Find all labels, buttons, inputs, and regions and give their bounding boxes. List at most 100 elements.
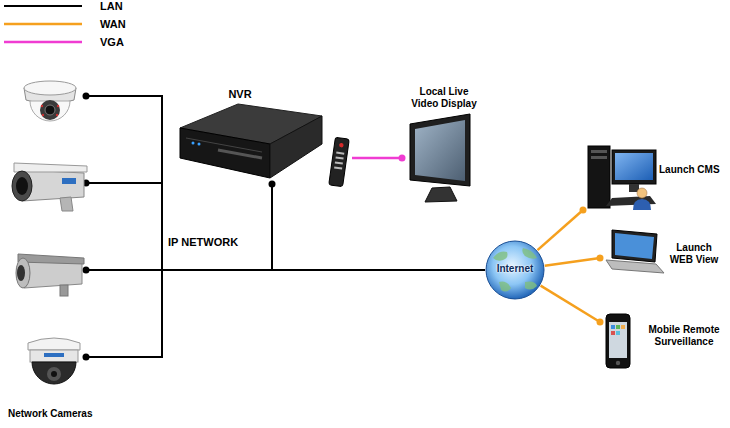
- ir-bullet-camera: [60, 197, 73, 211]
- camera-wire: [161, 269, 273, 271]
- remote-control: [336, 152, 344, 155]
- nvr-device: NVR: [172, 84, 352, 184]
- legend-text: VGA: [100, 36, 124, 48]
- nvr-box: [270, 116, 322, 178]
- smartphone: [621, 325, 625, 329]
- group-label: Network Cameras: [8, 408, 92, 420]
- connector-dot: [580, 207, 587, 214]
- dome-camera: [42, 114, 44, 116]
- dome-camera: [56, 114, 58, 116]
- connector-dot: [597, 255, 604, 262]
- laptop: [606, 260, 664, 273]
- node-label: Local Live Video Display: [406, 86, 482, 110]
- smartphone: [611, 325, 615, 329]
- legend-line-wan: [4, 24, 82, 25]
- camera-wire: [86, 269, 162, 271]
- desktop-pc: [591, 150, 607, 153]
- remote-control: [334, 166, 342, 169]
- globe-land: [499, 282, 511, 292]
- wan-link: [541, 286, 604, 326]
- video-display: Local Live Video Display: [402, 84, 486, 204]
- cms-client: Launch CMS: [583, 140, 725, 216]
- ptz-dome-camera: [28, 338, 80, 350]
- bullet-camera: [16, 258, 30, 288]
- desktop-pc: [615, 153, 653, 180]
- legend-text: WAN: [100, 18, 126, 30]
- nvr-box: [180, 128, 270, 178]
- label-holder: IP NETWORK: [168, 236, 238, 248]
- nvr-box: [218, 150, 262, 158]
- laptop: [606, 230, 664, 273]
- wan-link: [537, 207, 586, 251]
- internet-globe: Internet: [485, 240, 545, 300]
- monitor: [410, 114, 470, 186]
- laptop: [615, 233, 654, 259]
- globe-land: [525, 282, 537, 290]
- legend-line-vga: [4, 42, 82, 43]
- remote-control: [329, 137, 350, 186]
- ptz-dome-camera: [28, 338, 80, 384]
- wan-link: [545, 255, 604, 266]
- ir-bullet-camera: [16, 177, 28, 195]
- monitor: [425, 187, 457, 202]
- dome-camera: [24, 81, 76, 121]
- smartphone: [609, 322, 627, 358]
- node-label: Launch CMS: [659, 164, 723, 176]
- connector-dot: [399, 155, 406, 162]
- lan-cable: [269, 181, 486, 271]
- desktop-pc: [633, 199, 651, 210]
- bullet-camera: [17, 265, 25, 281]
- node-label: NVR: [210, 88, 270, 100]
- dome-camera: [24, 81, 76, 95]
- vga-cable: [352, 155, 406, 162]
- legend-entry: LAN: [100, 0, 123, 12]
- ir-bullet-camera: [14, 163, 87, 172]
- desktop-pc: [588, 146, 610, 208]
- ptz-dome-camera: [51, 371, 57, 377]
- laptop: [612, 230, 657, 262]
- web-client: Launch WEB View: [600, 228, 725, 278]
- dome-camera: [41, 105, 43, 107]
- node-label: Launch WEB View: [666, 242, 722, 266]
- ptz-dome-camera: [32, 362, 76, 384]
- remote-control: [335, 161, 343, 164]
- wire-dot: [83, 93, 90, 100]
- nvr-box: [198, 143, 201, 146]
- remote-control: [329, 137, 350, 186]
- globe-body: [486, 241, 544, 299]
- monitor: [415, 120, 465, 181]
- nvr-box: [180, 104, 322, 178]
- ptz-dome-camera: [30, 350, 78, 362]
- bullet-camera: [60, 285, 68, 296]
- legend-entry: WAN: [100, 18, 126, 30]
- remote-control: [329, 137, 350, 186]
- smartphone: [606, 314, 630, 368]
- legend-line-vga: [4, 41, 82, 44]
- smartphone: [616, 331, 620, 335]
- nvr-box: [192, 142, 195, 145]
- dome-camera: [40, 100, 60, 120]
- legend-text: LAN: [100, 0, 123, 12]
- globe-land: [522, 248, 537, 259]
- legend-entry: VGA: [100, 36, 124, 48]
- smartphone: [616, 361, 620, 365]
- smartphone: [611, 331, 615, 335]
- remote-control: [339, 143, 344, 148]
- node-label: Mobile Remote Surveillance: [644, 324, 724, 348]
- legend-line-wan: [4, 23, 82, 26]
- vga-cable: [352, 157, 402, 160]
- ir-bullet-camera: [62, 178, 76, 184]
- legend-line-lan: [4, 5, 82, 7]
- connector-dot: [269, 181, 276, 188]
- remote-control: [335, 156, 343, 159]
- wire-dot: [83, 93, 90, 361]
- camera-wire: [86, 95, 162, 97]
- ir-bullet-camera: [12, 171, 32, 201]
- dome-camera: [30, 101, 70, 121]
- wire-dot: [83, 267, 90, 274]
- camera-wire: [161, 95, 163, 358]
- camera-wire: [86, 356, 162, 358]
